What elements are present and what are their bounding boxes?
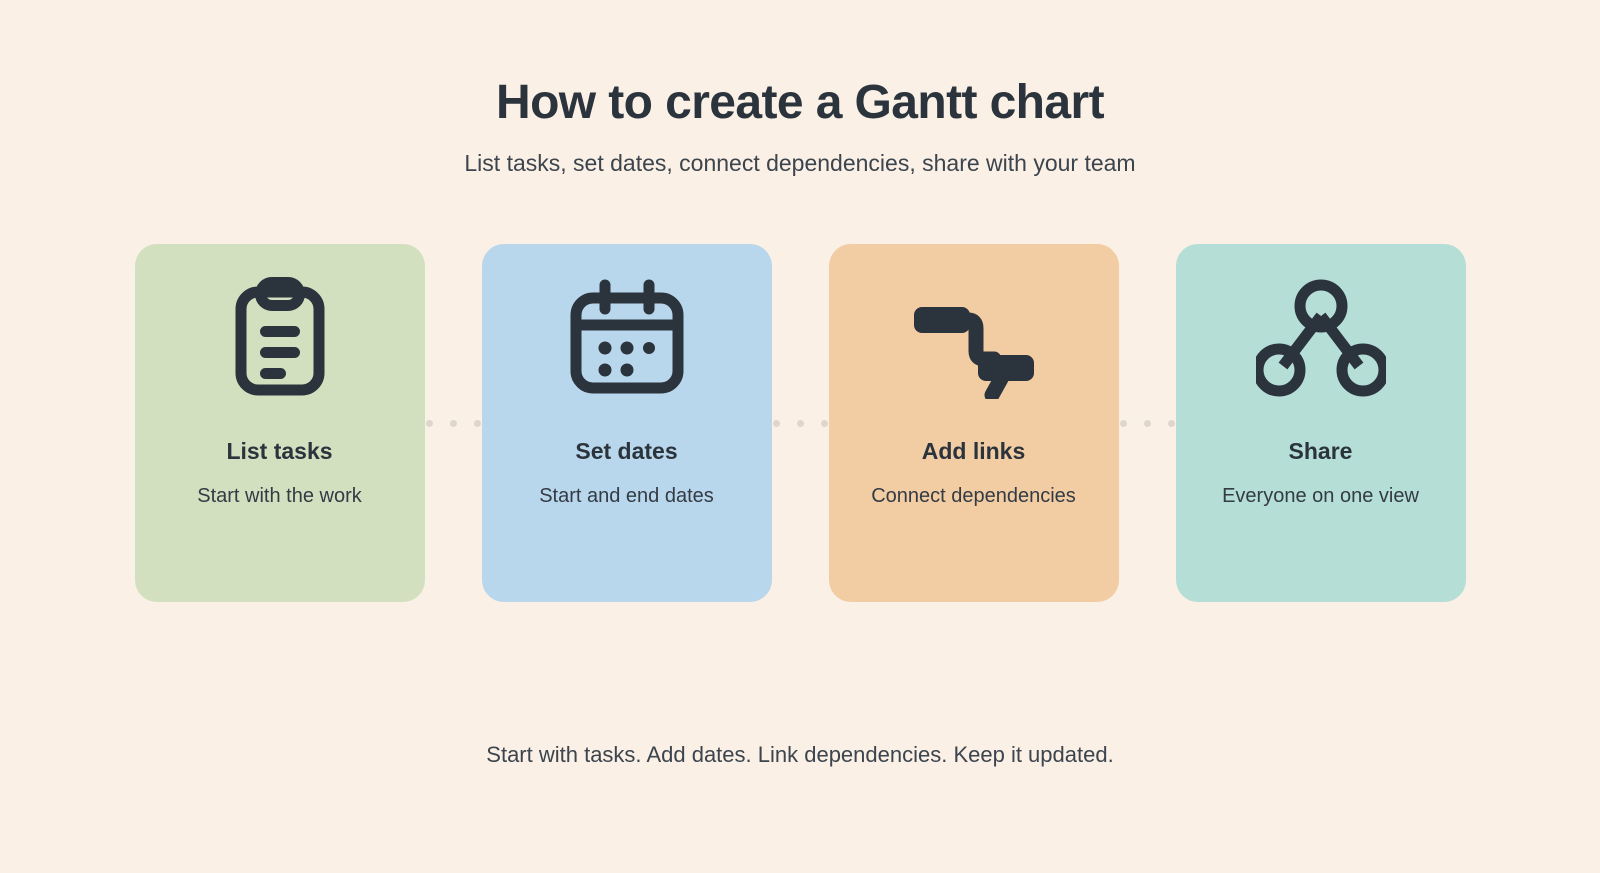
- connector-dot: [473, 419, 481, 427]
- step-title: Add links: [921, 438, 1026, 465]
- page-subtitle: List tasks, set dates, connect dependenc…: [464, 150, 1136, 177]
- connector-dot: [820, 419, 828, 427]
- clipboard-icon: [135, 244, 425, 434]
- connector-dot: [425, 419, 433, 427]
- step-title: Set dates: [575, 438, 678, 465]
- connector-dot: [1119, 419, 1127, 427]
- step-description: Connect dependencies: [871, 485, 1076, 508]
- step-connector-1: [425, 244, 482, 602]
- page-title: How to create a Gantt chart: [496, 76, 1105, 129]
- footer-caption: Start with tasks. Add dates. Link depend…: [486, 742, 1114, 767]
- calendar-icon: [482, 244, 772, 434]
- step-description: Everyone on one view: [1222, 485, 1419, 508]
- step-title: Share: [1288, 438, 1353, 465]
- connector-dot: [772, 419, 780, 427]
- share-network-icon: [1176, 244, 1466, 434]
- step-card-list-tasks[interactable]: List tasks Start with the work: [134, 244, 425, 603]
- step-card-set-dates[interactable]: Set dates Start and end dates: [481, 244, 772, 603]
- steps-row: List tasks Start with the work: [134, 244, 1466, 603]
- connector-dot: [1167, 419, 1175, 427]
- step-connector-2: [772, 244, 829, 602]
- step-connector-3: [1119, 244, 1176, 602]
- dependency-link-icon: [829, 244, 1119, 434]
- connector-dot: [796, 419, 804, 427]
- step-title: List tasks: [226, 438, 333, 465]
- step-card-share[interactable]: Share Everyone on one view: [1175, 244, 1466, 603]
- step-description: Start with the work: [197, 485, 362, 508]
- connector-dot: [449, 419, 457, 427]
- step-card-add-links[interactable]: Add links Connect dependencies: [828, 244, 1119, 603]
- connector-dot: [1143, 419, 1151, 427]
- step-description: Start and end dates: [539, 485, 714, 508]
